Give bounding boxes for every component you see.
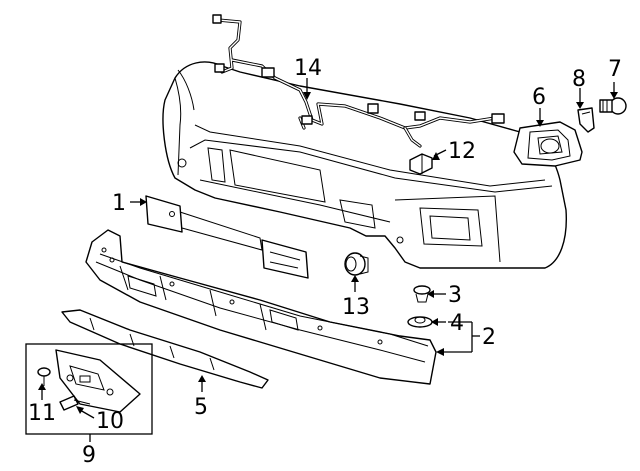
callout-5: 5: [194, 395, 208, 420]
callout-11: 11: [28, 401, 56, 426]
callout-6: 6: [532, 85, 546, 110]
wire-harness: [212, 14, 505, 148]
connector-12: [409, 153, 433, 175]
park-sensor-13: [344, 252, 369, 276]
callout-9: 9: [82, 443, 96, 468]
callout-3: 3: [448, 283, 462, 308]
callout-13: 13: [342, 295, 370, 320]
bracket-8: [577, 107, 595, 133]
bolt-10: [59, 395, 91, 411]
callout-12: 12: [448, 139, 476, 164]
callout-2: 2: [482, 325, 496, 350]
license-bracket-1: [145, 195, 309, 279]
callout-1: 1: [112, 191, 126, 216]
bumper-cover: [162, 61, 568, 269]
bolt-7: [599, 97, 627, 115]
air-deflector-5: [61, 309, 269, 389]
fog-lamp-housing: [513, 121, 583, 167]
callout-4: 4: [450, 311, 464, 336]
lower-bumper-2: [85, 229, 437, 385]
callout-14: 14: [294, 56, 322, 81]
clip-4: [407, 316, 433, 328]
callout-labels: 14 6 8 7 12 1 13 3 4 2 5 11 10 9: [28, 56, 622, 468]
leader-lines: [38, 78, 618, 442]
inset-box-9: [25, 343, 153, 435]
callout-10: 10: [96, 409, 124, 434]
callout-8: 8: [572, 67, 586, 92]
screw-3: [413, 285, 431, 303]
screw-11: [37, 367, 51, 386]
callout-7: 7: [608, 57, 622, 82]
